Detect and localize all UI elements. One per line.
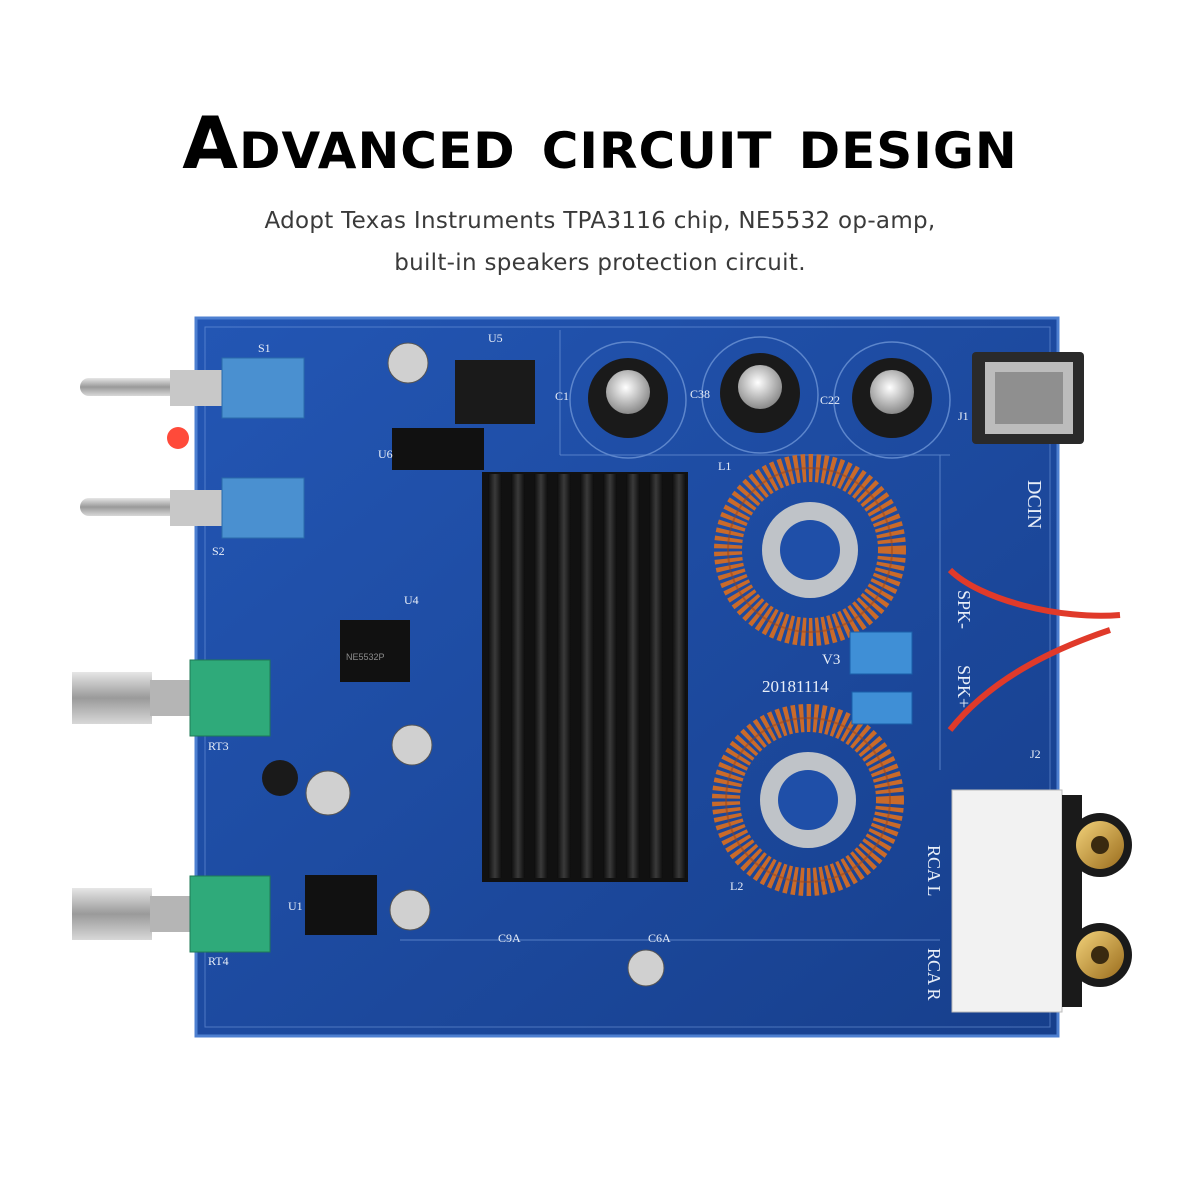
opamp-chip-u4 [340, 620, 410, 682]
dc-power-jack [972, 352, 1084, 444]
inductor-l1 [714, 454, 906, 646]
rca-input-block [951, 789, 1082, 1013]
film-capacitor [851, 691, 913, 725]
amplifier-board-photo: DCIN SPK- SPK+ RCA L RCA R 20181114 V3 S… [72, 316, 1132, 1038]
label-rt3: RT3 [208, 739, 229, 753]
bass-potentiometer-rt4 [72, 875, 271, 953]
label-dcin: DCIN [1023, 480, 1045, 529]
toggle-switch-s2 [80, 477, 305, 539]
label-u4: U4 [404, 593, 419, 607]
label-j2: J2 [1030, 747, 1041, 761]
capacitor-c38 [701, 336, 819, 454]
regulator-u5 [455, 360, 535, 424]
subtitle-line-2: built-in speakers protection circuit. [394, 250, 806, 276]
subtitle-line-1: Adopt Texas Instruments TPA3116 chip, NE… [264, 208, 936, 234]
red-led [167, 427, 189, 449]
rca-jack-left [1068, 813, 1132, 877]
capacitor-c22 [833, 341, 951, 459]
heatsink-fins [488, 474, 686, 878]
label-u5: U5 [488, 331, 503, 345]
label-opamp-part: NE5532P [346, 652, 385, 662]
label-s1: S1 [258, 341, 271, 355]
label-c6a: C6A [648, 931, 671, 945]
inductor-l2 [712, 704, 904, 896]
rca-jack-right [1068, 923, 1132, 987]
label-rca-l: RCA L [924, 845, 944, 897]
ic-u6 [392, 428, 484, 470]
label-c22: C22 [820, 393, 840, 407]
label-rt4: RT4 [208, 954, 229, 968]
label-c1: C1 [555, 389, 569, 403]
film-capacitor [849, 631, 913, 675]
label-j1: J1 [958, 409, 969, 423]
speaker-wire-negative [947, 567, 1121, 619]
capacitor-c1 [569, 341, 687, 459]
label-c38: C38 [690, 387, 710, 401]
small-electrolytic-capacitors [262, 342, 665, 987]
volume-potentiometer-rt3 [72, 659, 271, 737]
label-u6: U6 [378, 447, 393, 461]
label-date-code: 20181114 [762, 677, 829, 696]
toggle-switch-s1 [80, 357, 305, 419]
label-spk-minus: SPK- [954, 590, 974, 629]
label-l2: L2 [730, 879, 743, 893]
page-headline: Advanced circuit design [182, 101, 1018, 185]
speaker-wire-positive [947, 627, 1111, 732]
opamp-chip-u1 [305, 875, 377, 935]
label-c9a: C9A [498, 931, 521, 945]
label-u1: U1 [288, 899, 303, 913]
label-s2: S2 [212, 544, 225, 558]
label-rca-r: RCA R [924, 948, 944, 1001]
label-revision: V3 [822, 652, 840, 668]
label-spk-plus: SPK+ [954, 665, 974, 708]
heatsink [482, 472, 688, 882]
label-l1: L1 [718, 459, 731, 473]
